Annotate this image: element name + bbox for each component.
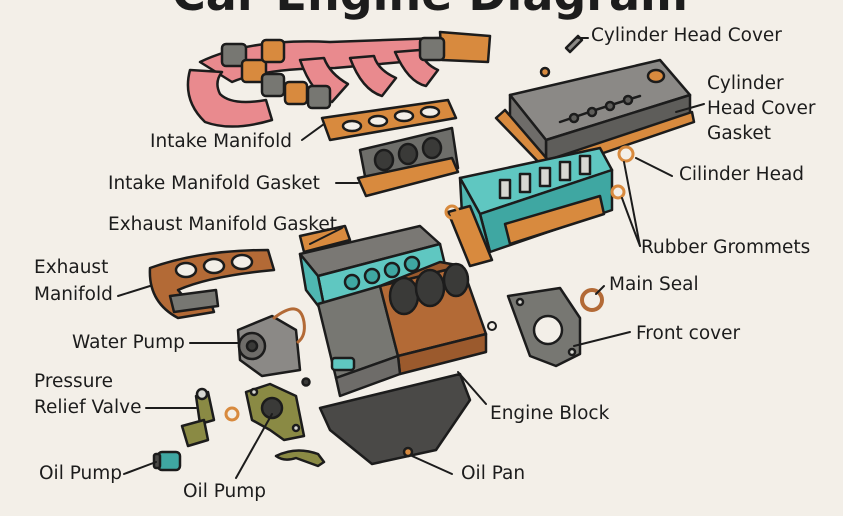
label-exhaust-manifold-line1: Exhaust [34, 257, 109, 278]
label-front-cover: Front cover [636, 323, 741, 344]
intake-manifold [186, 30, 492, 128]
oil-pump-body-shape [244, 382, 306, 442]
leader-exhaust-manifold [117, 285, 151, 297]
label-water-pump: Water Pump [72, 332, 185, 353]
label-cylinder-head-cover: Cylinder Head Cover [591, 25, 782, 46]
diagram-title: Car Engine Diagram [150, 0, 710, 21]
exhaust-manifold-gasket-plate [298, 224, 352, 254]
leader-cilinder-head [635, 157, 673, 177]
label-intake-manifold-gasket: Intake Manifold Gasket [108, 173, 320, 194]
label-oil-pump-bottom: Oil Pump [183, 481, 267, 502]
label-exhaust-manifold-line2: Manifold [34, 284, 113, 305]
head-gasket-edge [446, 204, 494, 268]
label-intake-manifold: Intake Manifold [150, 131, 292, 152]
engine-block-shape [298, 224, 488, 398]
label-oil-pan: Oil Pan [461, 463, 526, 484]
label-rubber-grommets: Rubber Grommets [641, 237, 811, 258]
rubber-grommet-3 [444, 204, 460, 220]
label-cylinder-head-cover-gasket-line2: Head Cover [707, 98, 816, 119]
label-cylinder-head-cover-gasket-line3: Gasket [707, 123, 772, 144]
pressure-relief-valve-shape [180, 387, 216, 448]
label-exhaust-manifold-gasket: Exhaust Manifold Gasket [108, 214, 337, 235]
cover-bolt [564, 34, 584, 54]
oil-pickup-tube [274, 449, 326, 468]
exhaust-manifold-shape [148, 248, 276, 320]
label-cylinder-head-cover-gasket-line1: Cylinder [707, 73, 784, 94]
leader-head-cover-gasket [675, 103, 705, 113]
label-cilinder-head: Cilinder Head [679, 164, 805, 185]
front-cover-shape [506, 286, 582, 368]
leader-exhaust-gasket [309, 227, 343, 245]
oil-pump-strainer-shape [152, 450, 182, 472]
label-engine-block: Engine Block [490, 403, 610, 424]
label-pressure-relief-valve-line1: Pressure [34, 371, 113, 392]
label-main-seal: Main Seal [609, 274, 699, 295]
leader-front-cover [573, 331, 631, 347]
label-oil-pump-left: Oil Pump [39, 463, 123, 484]
rubber-grommet-2 [610, 184, 626, 200]
main-seal-ring [580, 288, 604, 312]
leader-rubber-grommets [621, 197, 641, 247]
leader-main-seal [595, 285, 605, 295]
label-pressure-relief-valve-line2: Relief Valve [34, 397, 142, 418]
rubber-grommet-1 [617, 145, 635, 163]
leader-oil-pump-bottom [235, 413, 273, 479]
leader-intake-manifold [301, 123, 325, 141]
leader-oil-pump-left [123, 461, 157, 475]
water-pump-shape [236, 307, 306, 378]
leader-engine-block [457, 371, 487, 405]
leader-oil-pan [411, 455, 453, 475]
